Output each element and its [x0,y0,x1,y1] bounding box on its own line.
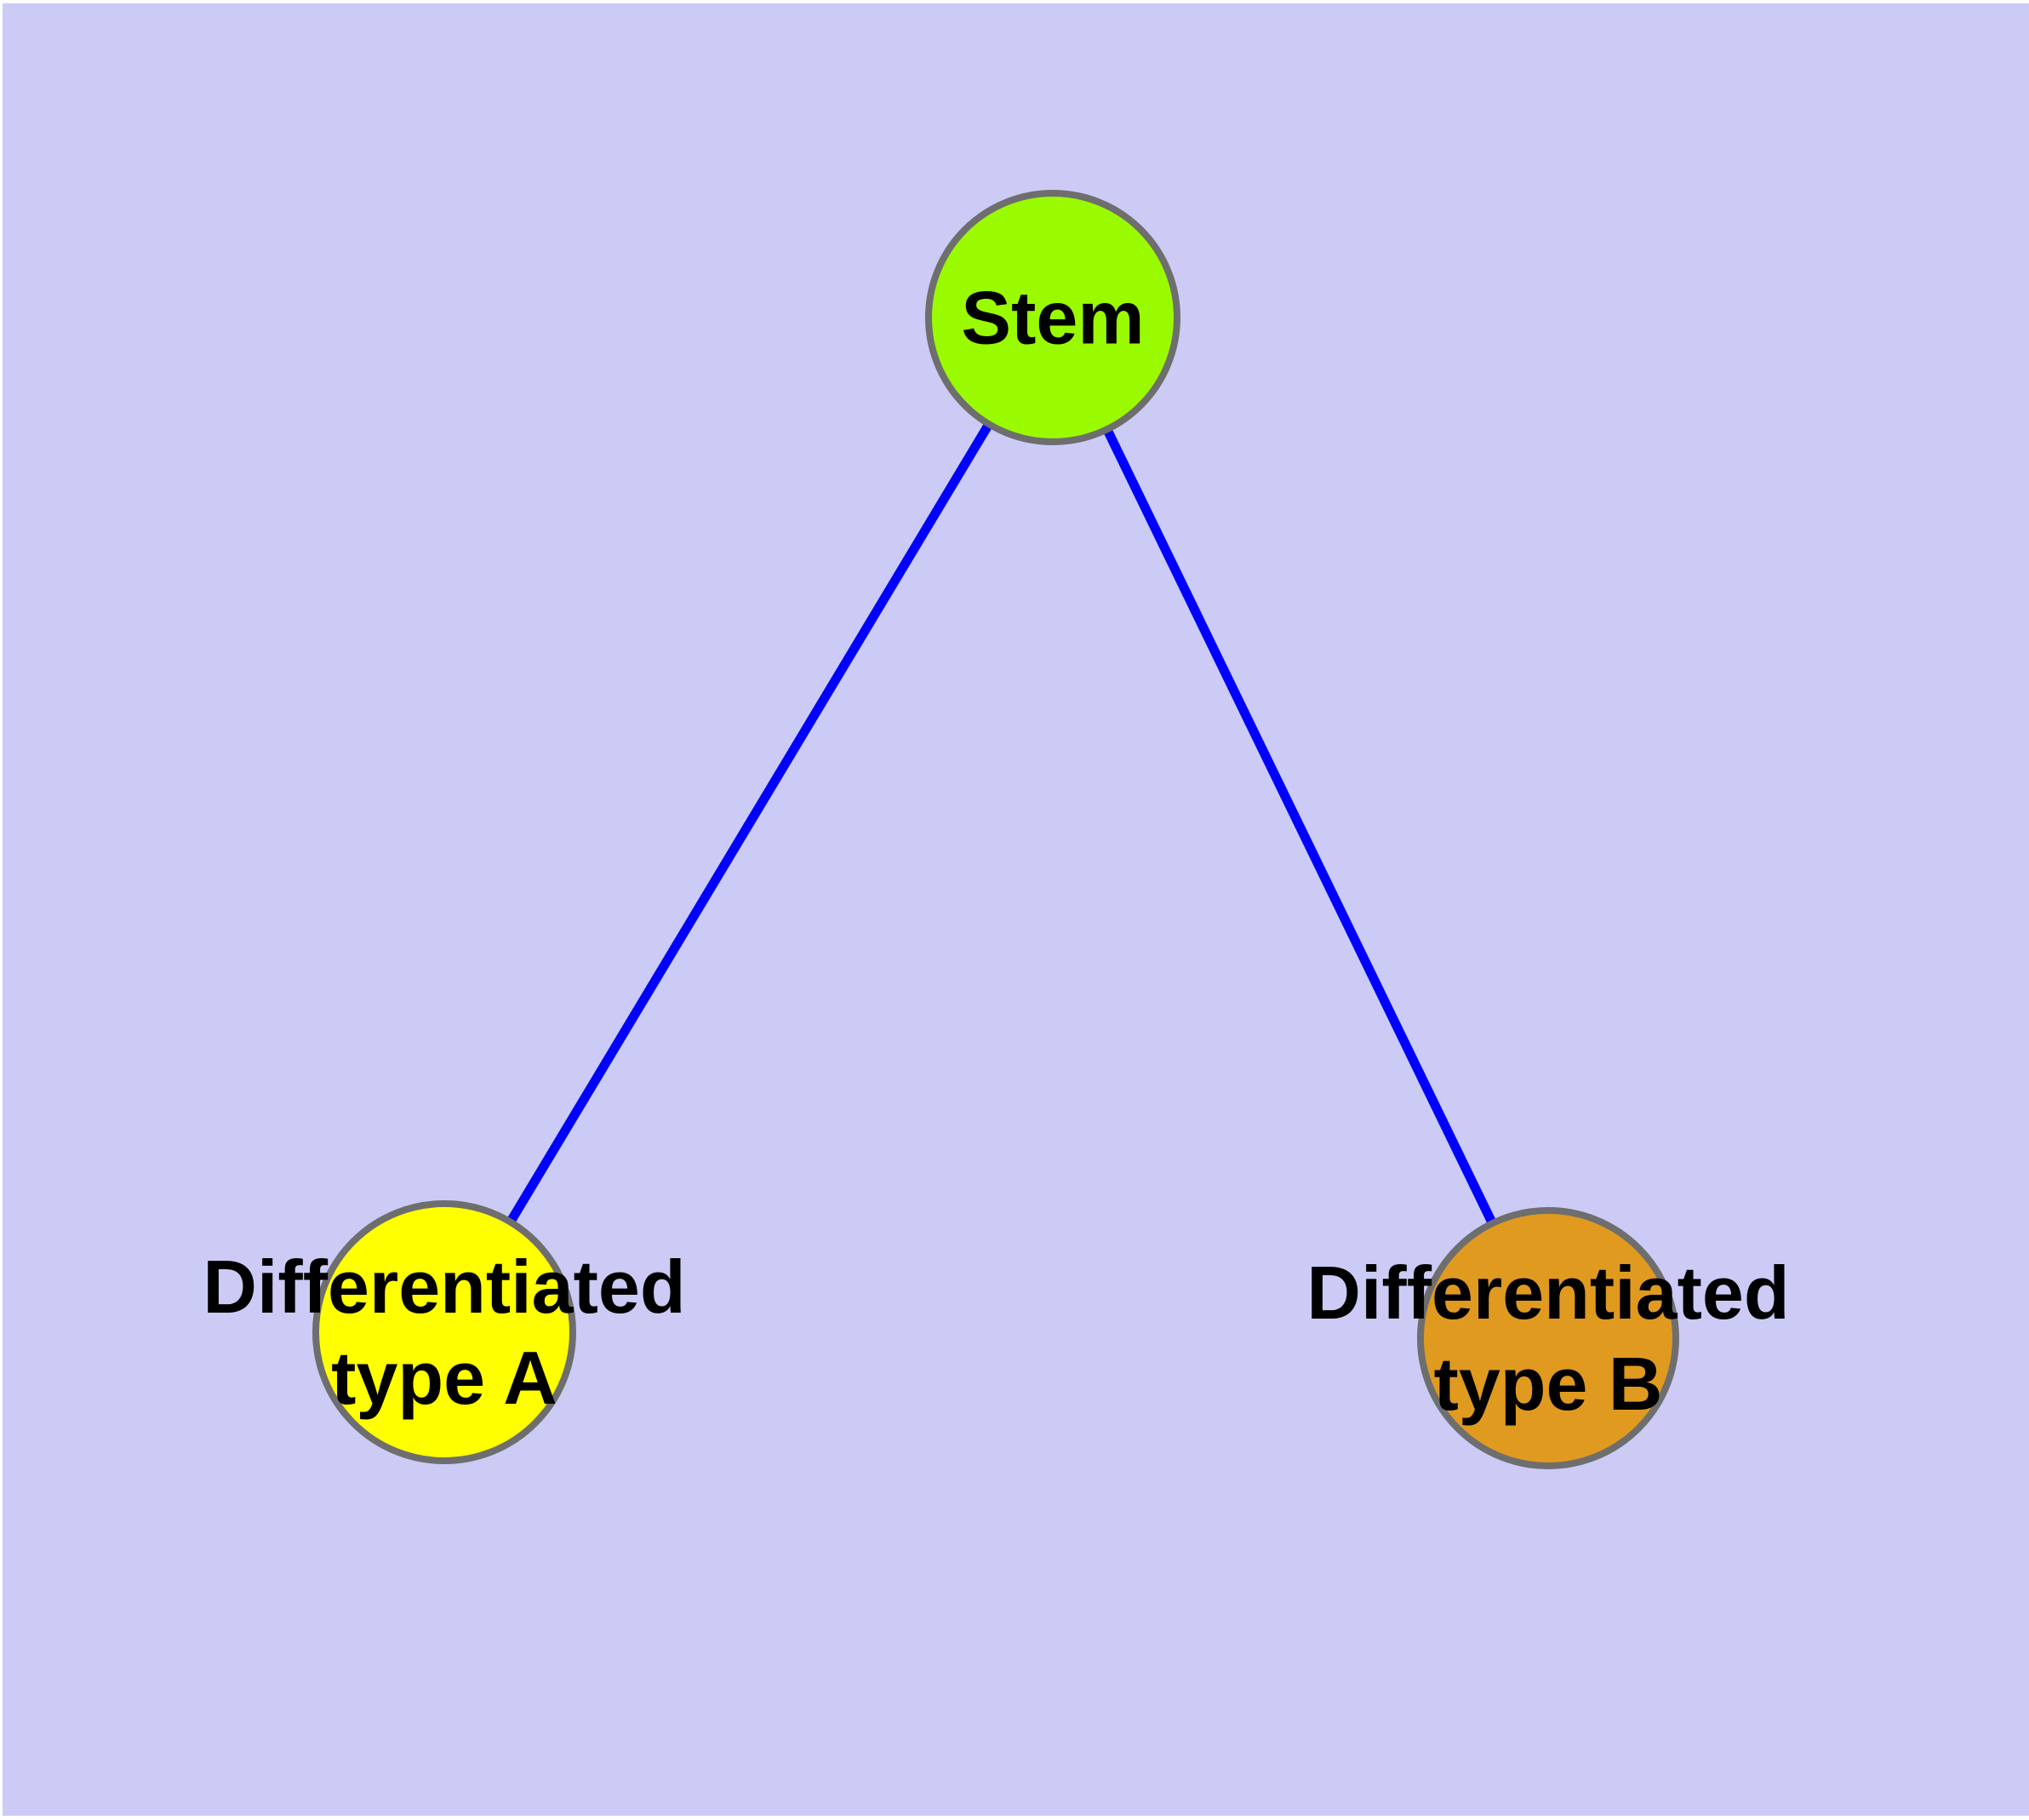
edge-stem-to-type-b[interactable] [1049,315,1552,1341]
node-type-b-circle[interactable] [1417,1207,1679,1469]
edge-stem-to-type-a[interactable] [440,315,1057,1335]
node-stem-circle[interactable] [925,190,1180,445]
node-type-a-circle[interactable] [312,1200,576,1464]
